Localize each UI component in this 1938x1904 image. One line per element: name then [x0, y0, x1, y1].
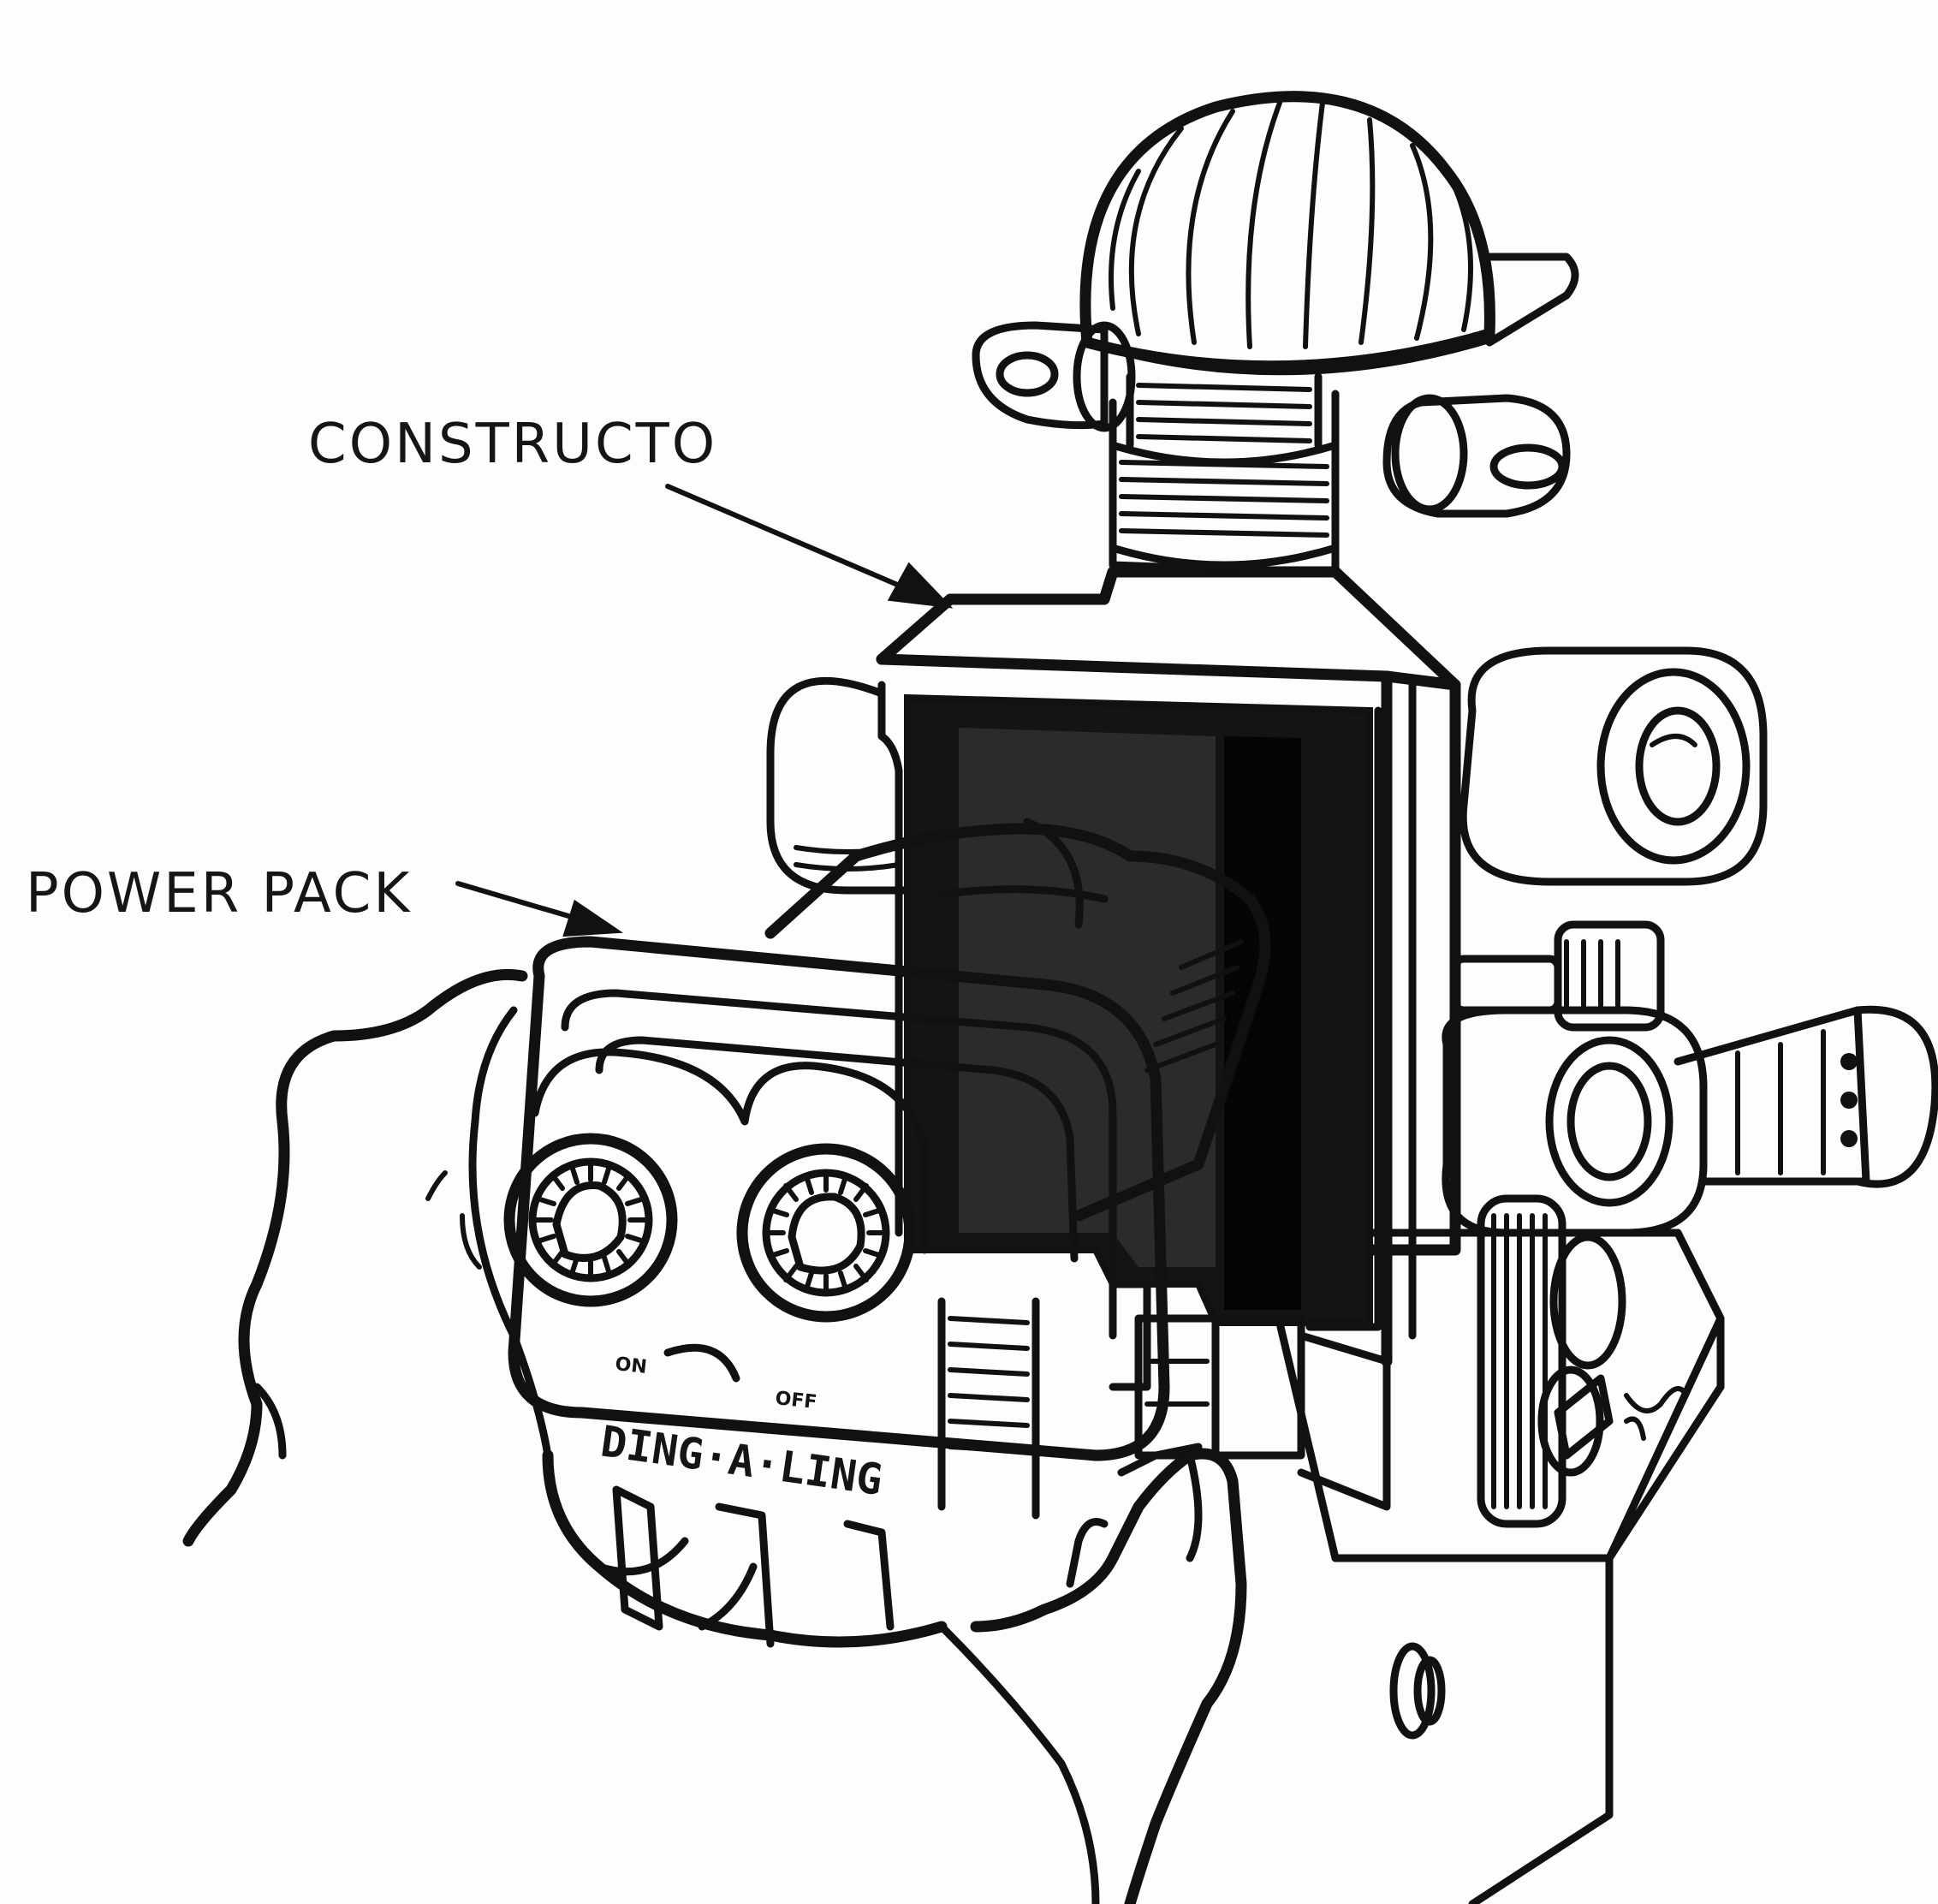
hand: [182, 968, 1247, 1904]
robot-neck: [1109, 372, 1340, 578]
robot-head: [972, 91, 1579, 518]
switch-slot: [663, 1343, 740, 1383]
power-pack-label: POWER PACK: [26, 862, 412, 925]
robot-torso: [766, 566, 1461, 1511]
power-pack: ON OFF DING·A·LING: [503, 818, 1271, 1648]
power-pack-arrow: [455, 881, 623, 937]
gear-wheel: [1477, 1194, 1626, 1528]
robot-base: [1254, 1229, 1725, 1904]
callouts: CONSTRUCTO POWER PACK: [26, 413, 954, 937]
on-marking: ON: [614, 1354, 648, 1378]
off-marking: OFF: [774, 1388, 817, 1413]
constructo-label: CONSTRUCTO: [308, 413, 717, 476]
right-arm: [1442, 646, 1938, 1237]
constructo-arrow: [665, 484, 954, 609]
